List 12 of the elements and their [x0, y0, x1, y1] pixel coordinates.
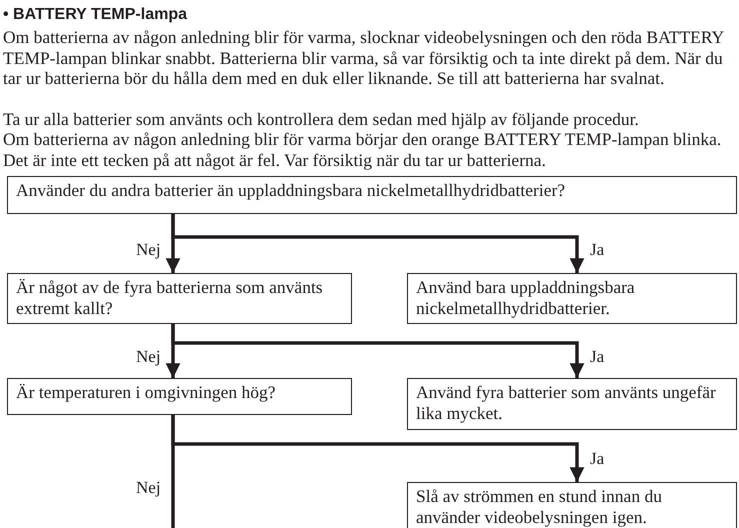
section-heading: • BATTERY TEMP-lampa: [3, 6, 187, 24]
flow-arrow: [171, 214, 584, 273]
paragraph: Om batterierna av någon anledning blir för varma börjar den orange BATTERY TEMP-lampan blinka. Det är inte ett tecken på att något är fel. Var försiktig när du tar ur batterierna.: [3, 129, 722, 170]
paragraph: Om batterierna av någon anledning blir för varma, slocknar videobelysningen och den röda BATTERY TEMP-lampan blinkar snabbt. Batterierna blir varma, så var försiktig och ta inte direkt på dem. När du tar ur batterierna bör du hålla dem med en duk eller liknande. Se till att batterierna har svalnat.: [3, 27, 725, 88]
action-box: Använd fyra batterier som använts ungefär lika mycket.: [407, 378, 737, 430]
question-box: Är temperaturen i omgivningen hög?: [7, 378, 352, 415]
flow-arrow: [171, 324, 584, 378]
action-box: Använd bara uppladdningsbara nickelmetallhydridbatterier.: [407, 273, 737, 324]
question-box: Slå av strömmen en stund innan du använder videobelysningen igen.: [407, 482, 737, 528]
question-box: Är något av de fyra batterierna som använts extremt kallt?: [7, 273, 352, 324]
paragraph: Ta ur alla batterier som använts och kontrollera dem sedan med hjälp av följande procedur.: [3, 109, 640, 130]
question-box: Använder du andra batterier än uppladdningsbara nickelmetallhydridbatterier?: [7, 176, 737, 214]
